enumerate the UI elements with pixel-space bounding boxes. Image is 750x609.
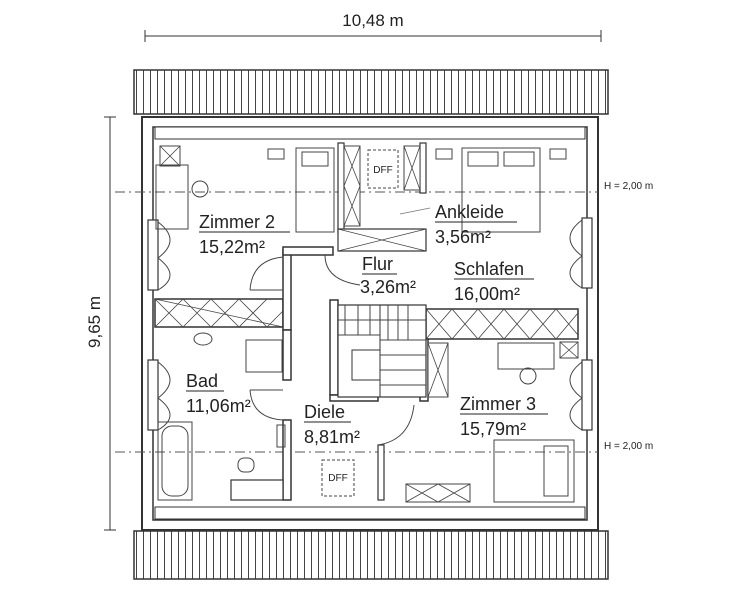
room-name: Flur: [362, 254, 393, 274]
room-area: 11,06m²: [186, 396, 251, 416]
roof-bottom: [133, 530, 609, 580]
room-area: 16,00m²: [454, 284, 520, 304]
width-dimension: 10,48 m: [144, 11, 602, 42]
staircase: [337, 304, 427, 398]
room-bad: Bad 11,06m²: [186, 371, 251, 416]
room-name: Ankleide: [435, 202, 504, 222]
room-name: Bad: [186, 371, 218, 391]
dff-label-top: DFF: [373, 165, 392, 176]
knee-wall-top: [154, 126, 586, 140]
room-area: 3,26m²: [360, 277, 416, 297]
room-area: 8,81m²: [304, 427, 360, 447]
room-name: Schlafen: [454, 259, 524, 279]
roof-top: [133, 69, 609, 115]
width-label: 10,48 m: [342, 11, 403, 30]
room-area: 15,79m²: [460, 419, 526, 439]
height-label: 9,65 m: [85, 296, 104, 348]
height-marker-bottom: H = 2,00 m: [604, 441, 653, 452]
room-name: Diele: [304, 402, 345, 422]
room-diele: Diele 8,81m²: [304, 402, 360, 447]
room-schlafen: Schlafen 16,00m²: [454, 259, 534, 304]
room-area: 15,22m²: [199, 237, 265, 257]
interior-walls: [154, 142, 579, 501]
height-dimension: 9,65 m: [85, 116, 116, 531]
knee-wall-bottom: [154, 506, 586, 520]
dff-label-bottom: DFF: [328, 473, 347, 484]
room-name: Zimmer 2: [199, 212, 275, 232]
furniture: [155, 145, 579, 503]
room-area: 3,56m²: [435, 227, 491, 247]
room-zimmer-3: Zimmer 3 15,79m²: [460, 394, 548, 439]
room-flur: Flur 3,26m²: [360, 254, 416, 297]
room-ankleide: Ankleide 3,56m²: [435, 202, 517, 247]
windows: [147, 217, 593, 431]
height-marker-top: H = 2,00 m: [604, 181, 653, 192]
room-zimmer-2: Zimmer 2 15,22m²: [199, 212, 290, 257]
doors: [249, 254, 415, 446]
room-name: Zimmer 3: [460, 394, 536, 414]
ankleide-leader: [399, 207, 431, 215]
